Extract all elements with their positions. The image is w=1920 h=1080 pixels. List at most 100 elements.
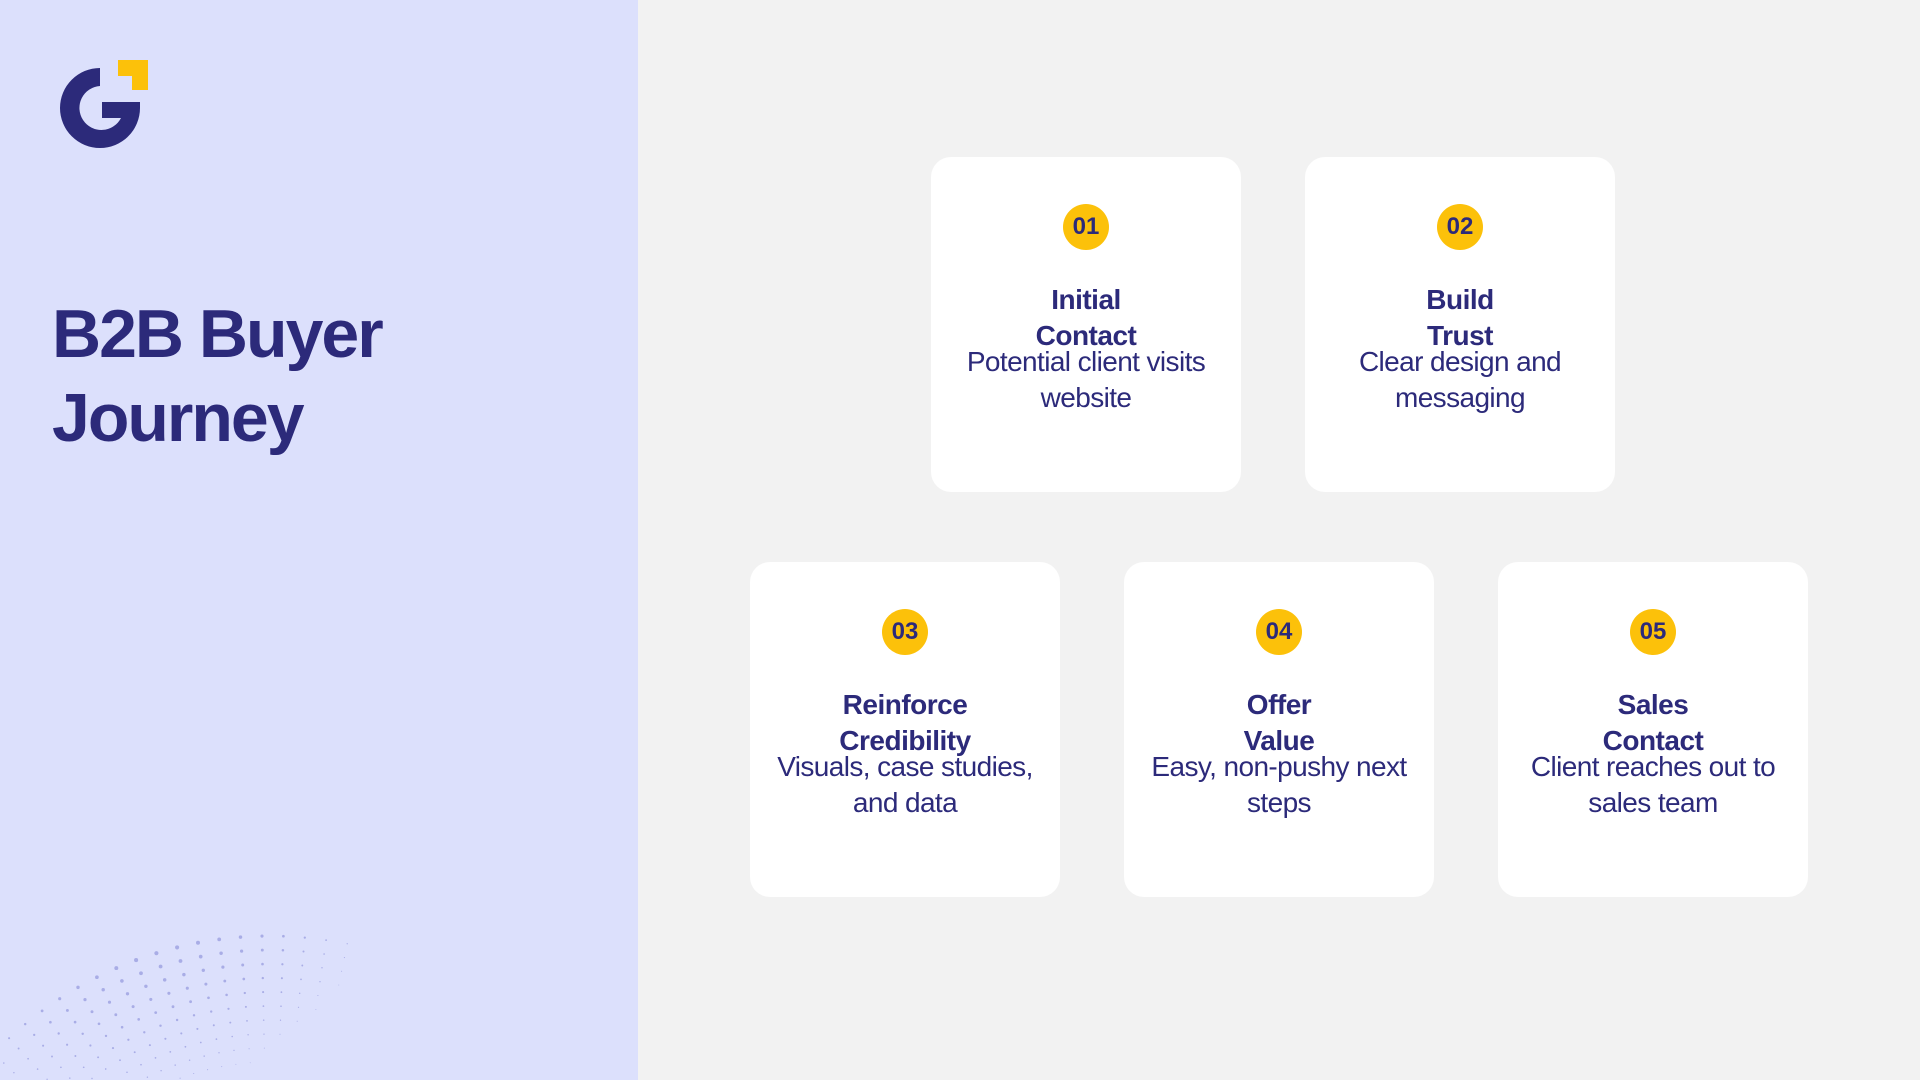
halftone-dot	[134, 958, 139, 963]
step-description: Clear design and messaging	[1358, 346, 1562, 413]
halftone-dot	[338, 984, 340, 986]
halftone-dot	[143, 1031, 146, 1034]
halftone-dot	[281, 948, 285, 952]
halftone-dot	[243, 991, 246, 995]
g-logo-icon	[60, 60, 148, 148]
step-title-line-1: Build	[1426, 284, 1494, 315]
halftone-dot	[49, 1020, 52, 1024]
page-title-line-1: B2B Buyer	[52, 296, 384, 372]
halftone-dot	[149, 997, 153, 1001]
halftone-dot	[193, 1072, 195, 1075]
halftone-dot	[279, 1019, 282, 1021]
halftone-dot	[262, 1019, 265, 1021]
step-title-line-2: Contact	[1035, 320, 1137, 351]
halftone-dot	[280, 991, 283, 994]
halftone-dot	[114, 1013, 118, 1017]
halftone-dot	[60, 1066, 62, 1069]
halftone-dot	[207, 1069, 209, 1071]
halftone-dot	[231, 1035, 233, 1038]
halftone-dot	[154, 951, 159, 956]
halftone-dot	[263, 1047, 265, 1049]
halftone-dot	[17, 1047, 20, 1050]
halftone-dot	[343, 957, 345, 959]
halftone-dot	[148, 1044, 151, 1047]
halftone-dot	[301, 964, 304, 967]
halftone-dot	[180, 1032, 183, 1035]
halftone-dot	[189, 1000, 192, 1004]
halftone-dot	[218, 1052, 220, 1054]
halftone-dot	[127, 1038, 130, 1041]
halftone-dot	[158, 964, 163, 969]
halftone-dot	[280, 1005, 282, 1007]
halftone-dot	[221, 1066, 223, 1068]
halftone-dot	[125, 992, 130, 996]
halftone-dot	[73, 1020, 77, 1024]
step-description: Visuals, case studies, and data	[777, 751, 1033, 818]
halftone-dot	[36, 1068, 39, 1070]
halftone-dot	[260, 948, 264, 952]
halftone-dot	[114, 966, 119, 971]
halftone-dot	[146, 1076, 149, 1078]
step-description: Potential client visits website	[966, 346, 1206, 413]
halftone-dot	[260, 934, 264, 938]
halftone-dot	[217, 937, 222, 942]
halftone-dot	[238, 935, 243, 939]
halftone-dot	[107, 1000, 112, 1004]
halftone-dot	[171, 1005, 175, 1009]
step-title-line-1: Reinforce	[842, 689, 968, 720]
halftone-dot	[74, 1055, 77, 1057]
halftone-dot	[23, 1022, 27, 1026]
step-title-line-2: Trust	[1427, 320, 1493, 351]
halftone-dot	[179, 1077, 181, 1079]
halftone-dot	[120, 979, 124, 983]
halftone-dot	[167, 991, 171, 995]
halftone-dot	[215, 1038, 218, 1040]
halftone-dot	[178, 959, 183, 963]
halftone-dot	[192, 1014, 196, 1017]
dot-pattern-decoration	[3, 934, 348, 1080]
halftone-dot	[282, 934, 285, 938]
halftone-dot	[144, 984, 148, 989]
halftone-dot	[298, 992, 301, 995]
halftone-dot	[235, 1063, 237, 1065]
halftone-dot	[95, 975, 99, 980]
halftone-dot	[319, 981, 321, 983]
halftone-dot	[65, 1008, 69, 1012]
halftone-dot	[188, 1059, 191, 1061]
halftone-dot	[104, 1068, 107, 1070]
halftone-dot	[97, 1022, 101, 1026]
halftone-dot	[242, 977, 246, 981]
step-number-badge: 01	[1063, 204, 1109, 250]
halftone-dot	[221, 965, 225, 969]
halftone-dot	[66, 1043, 69, 1046]
halftone-dot	[126, 1071, 128, 1074]
halftone-dot	[262, 1005, 265, 1007]
halftone-dot	[169, 1051, 172, 1053]
halftone-dot	[57, 1032, 60, 1035]
halftone-dot	[97, 1056, 100, 1059]
halftone-dot	[175, 1018, 179, 1022]
page-title: B2B Buyer Journey	[52, 292, 384, 460]
halftone-dot	[160, 1069, 162, 1072]
halftone-dot	[174, 1064, 176, 1066]
step-card-4: 04 Offer Value Easy, non-pushy next step…	[1124, 562, 1434, 897]
step-title: Offer Value	[1124, 687, 1434, 759]
halftone-dot	[196, 940, 200, 945]
step-number-badge: 02	[1437, 204, 1483, 250]
halftone-dot	[185, 986, 189, 990]
halftone-dot	[133, 1051, 136, 1054]
halftone-dot	[81, 1032, 84, 1036]
halftone-dot	[239, 949, 244, 953]
step-number-badge: 03	[882, 609, 928, 655]
halftone-dot	[69, 1077, 71, 1079]
halftone-dot	[281, 963, 284, 966]
halftone-dot	[131, 1005, 135, 1009]
halftone-dot	[89, 1044, 92, 1047]
halftone-dot	[303, 936, 306, 939]
halftone-dot	[249, 1062, 251, 1064]
step-title-line-2: Value	[1243, 725, 1315, 756]
halftone-dot	[33, 1033, 36, 1037]
halftone-dot	[323, 953, 325, 955]
page-title-line-2: Journey	[52, 380, 305, 456]
halftone-dot	[201, 968, 205, 972]
